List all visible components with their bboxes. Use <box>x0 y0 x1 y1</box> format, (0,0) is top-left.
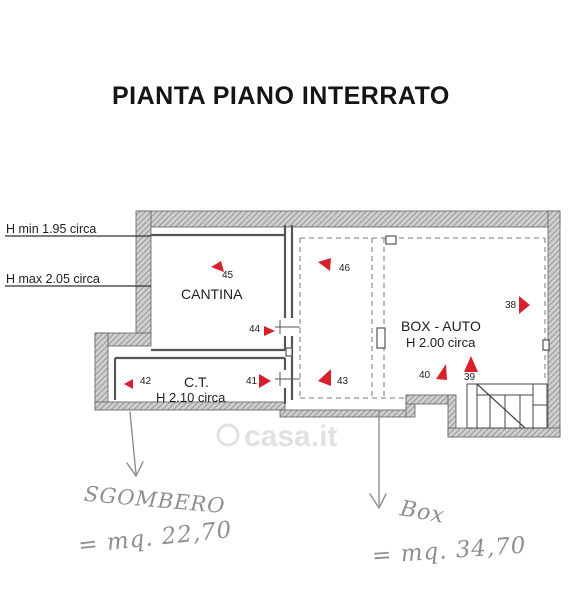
watermark-text: casa.it <box>244 420 337 453</box>
doors <box>275 320 300 386</box>
handwritten-arrows <box>126 409 387 510</box>
marker-number-46: 46 <box>339 263 351 274</box>
camera-marker-40[interactable] <box>436 364 447 380</box>
marker-number-43: 43 <box>337 376 349 387</box>
marker-number-45: 45 <box>222 270 234 281</box>
camera-marker-39[interactable] <box>464 356 478 372</box>
camera-marker-41[interactable] <box>259 374 271 388</box>
watermark: casa.it <box>216 420 337 453</box>
outer-walls <box>94 210 561 438</box>
photo-markers[interactable] <box>124 258 530 389</box>
room-height-box: H 2.00 circa <box>406 335 476 350</box>
room-label-ct: C.T. <box>184 374 209 390</box>
plan-title: PIANTA PIANO INTERRATO <box>112 82 450 110</box>
height-min-label: H min 1.95 circa <box>6 222 97 236</box>
camera-marker-45[interactable] <box>211 261 224 272</box>
marker-number-39: 39 <box>464 372 476 383</box>
camera-marker-38[interactable] <box>519 296 530 314</box>
height-max-label: H max 2.05 circa <box>6 272 100 286</box>
height-leaders <box>5 235 151 287</box>
camera-marker-46[interactable] <box>318 258 331 271</box>
camera-marker-42[interactable] <box>124 379 133 389</box>
dashed-lines <box>299 237 546 399</box>
camera-marker-44[interactable] <box>264 326 275 336</box>
room-label-box: BOX - AUTO <box>401 318 481 334</box>
marker-number-38: 38 <box>505 300 517 311</box>
room-height-ct: H 2.10 circa <box>156 390 226 405</box>
pillars <box>285 235 550 357</box>
room-label-cantina: CANTINA <box>181 286 243 302</box>
marker-number-41: 41 <box>246 376 258 387</box>
marker-number-40: 40 <box>419 370 431 381</box>
marker-number-44: 44 <box>249 324 261 335</box>
camera-marker-43[interactable] <box>318 369 331 386</box>
staircase <box>466 383 548 429</box>
interior-walls <box>113 225 294 404</box>
marker-number-42: 42 <box>140 376 152 387</box>
